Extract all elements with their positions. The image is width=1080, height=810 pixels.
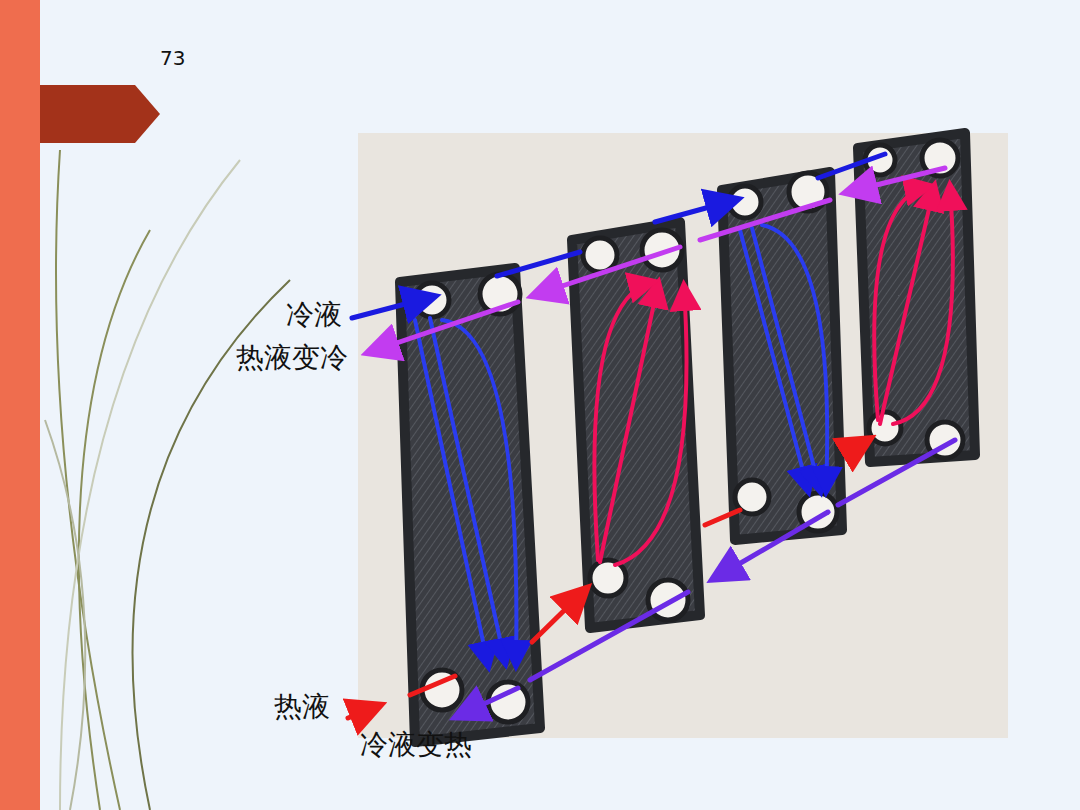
stream-label: 热液变冷	[236, 343, 348, 374]
page-number: 73	[160, 47, 185, 69]
stream-label: 冷液	[286, 300, 342, 331]
stream-label: 冷液变热	[360, 730, 472, 761]
stream-label: 热液	[274, 692, 330, 723]
